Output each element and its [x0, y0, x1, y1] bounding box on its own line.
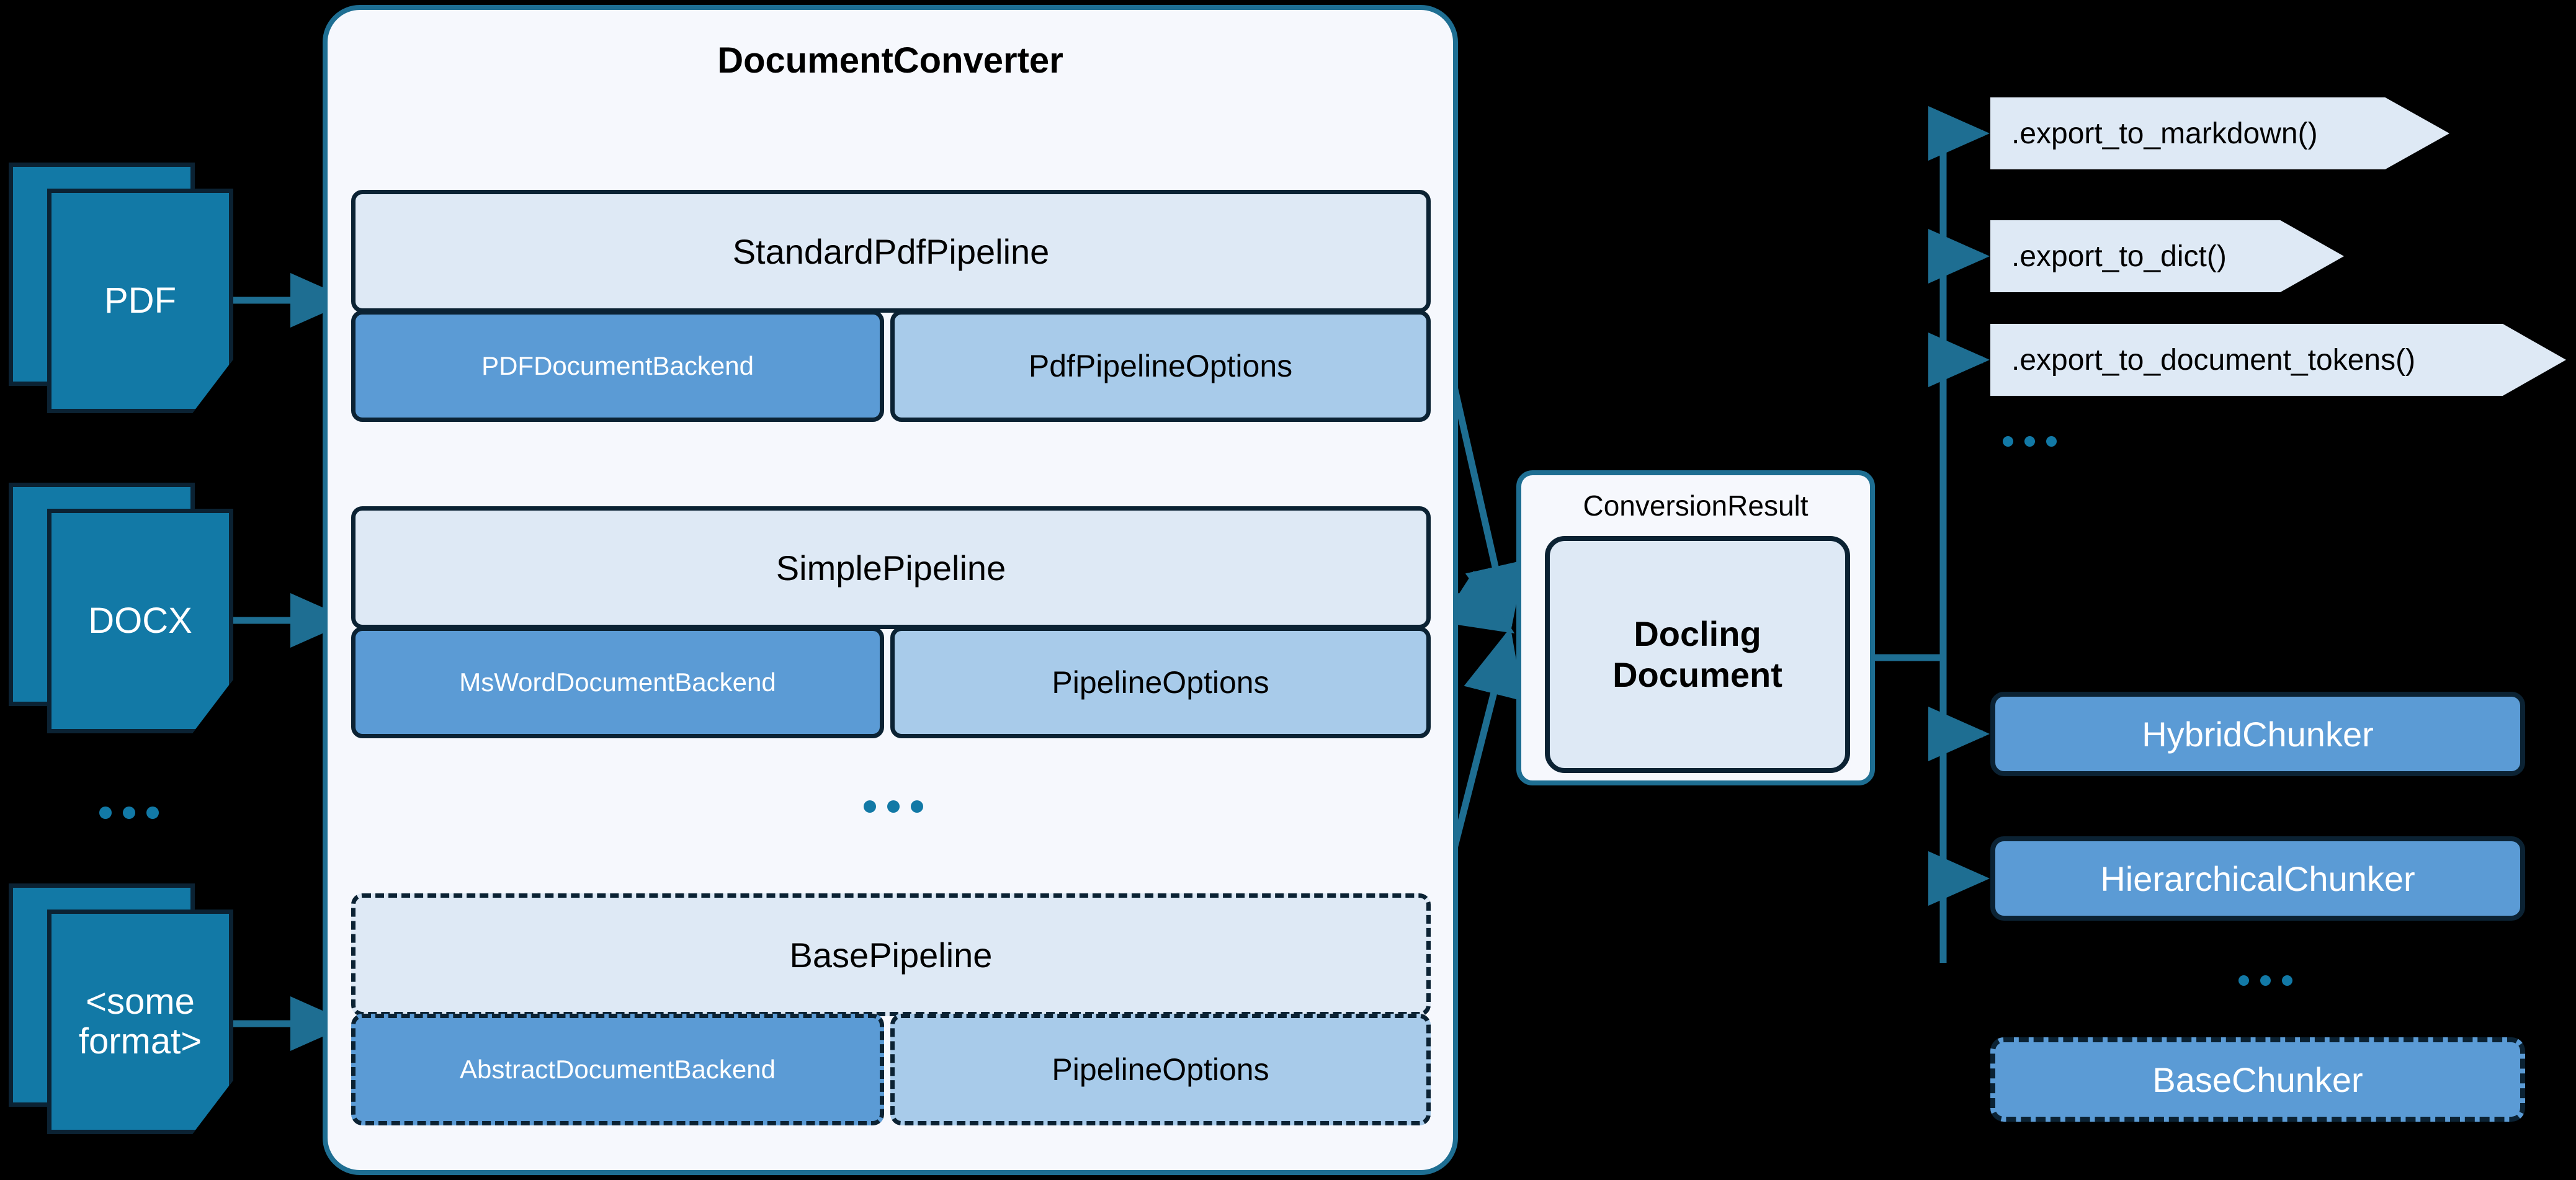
- input-doc-label: <some format>: [78, 981, 202, 1062]
- doc-front-sheet-icon: <some format>: [47, 910, 233, 1134]
- pipeline-head-label: BasePipeline: [351, 893, 1431, 1016]
- export-ellipsis: [2003, 436, 2057, 447]
- chunker-ellipsis: [2238, 975, 2292, 986]
- pipeline-simplepipeline[interactable]: SimplePipeline MsWordDocumentBackend Pip…: [351, 506, 1431, 738]
- chunker-label: BaseChunker: [2152, 1060, 2363, 1099]
- doc-front-sheet-icon: DOCX: [47, 509, 233, 733]
- input-doc-label: PDF: [104, 280, 176, 321]
- pipeline-backend-box[interactable]: AbstractDocumentBackend: [351, 1014, 885, 1125]
- chunker-hierarchicalchunker[interactable]: HierarchicalChunker: [1990, 836, 2525, 921]
- pipeline-head-label: StandardPdfPipeline: [351, 190, 1431, 313]
- export-label: .export_to_markdown(): [2011, 117, 2318, 150]
- export-label: .export_to_dict(): [2011, 239, 2227, 273]
- page-title: DocumentConverter: [717, 40, 1063, 81]
- export-to-document-tokens-arrow[interactable]: .export_to_document_tokens(): [1990, 324, 2566, 396]
- pipeline-basepipeline[interactable]: BasePipeline AbstractDocumentBackend Pip…: [351, 893, 1431, 1125]
- export-to-dict-arrow[interactable]: .export_to_dict(): [1990, 220, 2344, 292]
- input-ellipsis: [99, 807, 159, 819]
- pipeline-head-label: SimplePipeline: [351, 506, 1431, 629]
- chunker-label: HybridChunker: [2142, 714, 2374, 754]
- doc-front-sheet-icon: PDF: [47, 189, 233, 413]
- pipeline-ellipsis: [864, 800, 923, 813]
- pipeline-options-box[interactable]: PipelineOptions: [890, 1014, 1431, 1125]
- pipeline-backend-box[interactable]: PDFDocumentBackend: [351, 310, 885, 422]
- conversion-result-label: ConversionResult: [1583, 489, 1809, 522]
- docling-document-label: Docling Document: [1612, 614, 1782, 694]
- docling-document-box[interactable]: Docling Document: [1545, 536, 1850, 773]
- chunker-hybridchunker[interactable]: HybridChunker: [1990, 692, 2525, 776]
- input-doc-label: DOCX: [88, 601, 192, 641]
- export-label: .export_to_document_tokens(): [2011, 343, 2416, 377]
- chunker-label: HierarchicalChunker: [2100, 859, 2415, 898]
- pipeline-standardpdfpipeline[interactable]: StandardPdfPipeline PDFDocumentBackend P…: [351, 190, 1431, 422]
- pipeline-backend-box[interactable]: MsWordDocumentBackend: [351, 627, 885, 738]
- pipeline-options-box[interactable]: PdfPipelineOptions: [890, 310, 1431, 422]
- export-to-markdown-arrow[interactable]: .export_to_markdown(): [1990, 97, 2449, 169]
- conversion-result-container[interactable]: ConversionResult Docling Document: [1516, 470, 1875, 785]
- pipeline-options-box[interactable]: PipelineOptions: [890, 627, 1431, 738]
- chunker-basechunker[interactable]: BaseChunker: [1990, 1037, 2525, 1122]
